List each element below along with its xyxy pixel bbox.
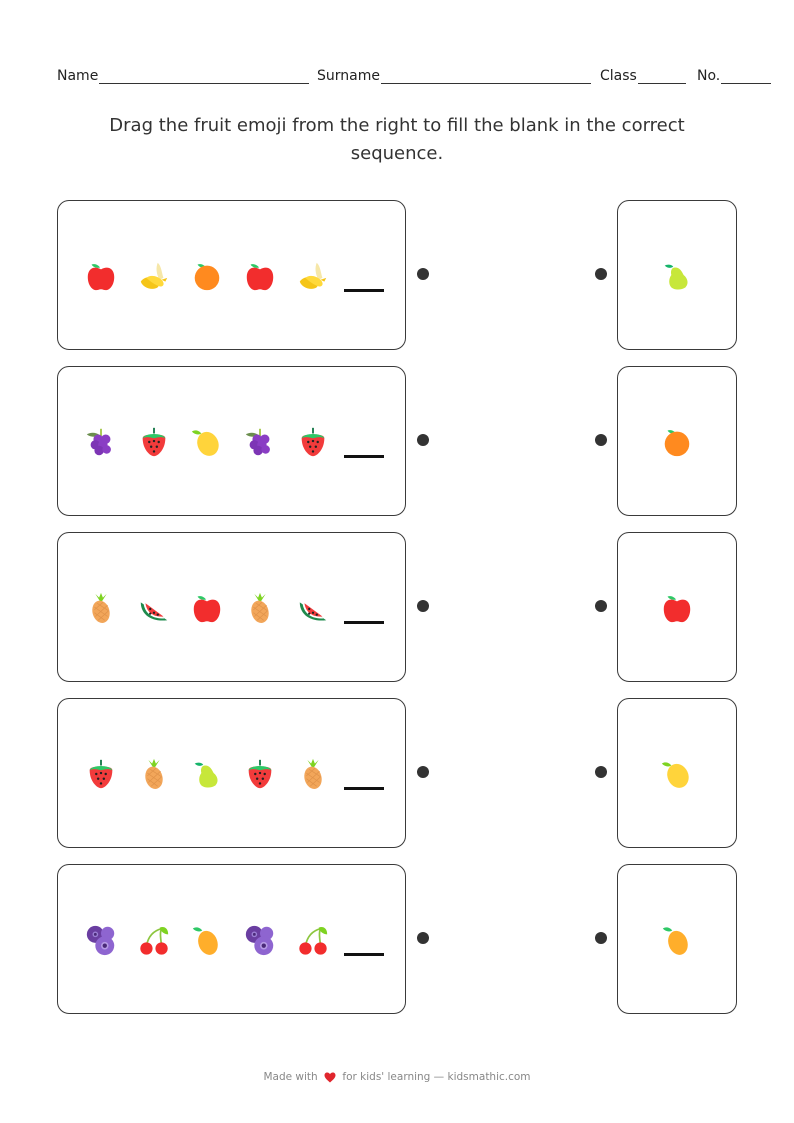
- class-line[interactable]: [637, 70, 686, 84]
- answer-choice-card[interactable]: [617, 200, 737, 350]
- name-line[interactable]: [99, 70, 310, 84]
- mango-icon: [190, 923, 224, 957]
- fruit-sequence: [84, 923, 349, 957]
- instruction-text: Drag the fruit emoji from the right to f…: [109, 115, 685, 164]
- sequence-box: [57, 532, 406, 682]
- pear-icon: [190, 757, 224, 791]
- connector-dot-right[interactable]: [595, 766, 607, 778]
- grapes-icon: [243, 425, 277, 459]
- blank-drop-target[interactable]: [344, 953, 384, 956]
- connector-dot-left[interactable]: [417, 600, 429, 612]
- name-label: Name: [57, 68, 99, 84]
- sequence-box: [57, 200, 406, 350]
- heart-icon: [324, 1072, 336, 1083]
- cherries-icon: [296, 923, 330, 957]
- class-field[interactable]: Class: [600, 68, 686, 84]
- fruit-sequence: [84, 757, 349, 791]
- blank-drop-target[interactable]: [344, 787, 384, 790]
- answer-choice-card[interactable]: [617, 366, 737, 516]
- apple-icon: [243, 259, 277, 293]
- connector-dot-left[interactable]: [417, 766, 429, 778]
- sequence-box: [57, 864, 406, 1014]
- surname-label: Surname: [317, 68, 380, 84]
- banana-icon: [137, 259, 171, 293]
- surname-line[interactable]: [380, 70, 591, 84]
- orange-icon[interactable]: [660, 425, 694, 459]
- watermelon-icon: [296, 591, 330, 625]
- number-line[interactable]: [721, 70, 772, 84]
- connector-dot-right[interactable]: [595, 434, 607, 446]
- pineapple-icon: [243, 591, 277, 625]
- footer-text-after: for kids' learning — kidsmathic.com: [342, 1071, 531, 1083]
- fruit-sequence: [84, 259, 349, 293]
- blueberries-icon: [84, 923, 118, 957]
- surname-field[interactable]: Surname: [317, 68, 591, 84]
- number-label: No.: [697, 68, 721, 84]
- pineapple-icon: [137, 757, 171, 791]
- sequence-box: [57, 366, 406, 516]
- footer-text-before: Made with: [263, 1071, 318, 1083]
- grapes-icon: [84, 425, 118, 459]
- class-label: Class: [600, 68, 637, 84]
- connector-dot-right[interactable]: [595, 268, 607, 280]
- number-field[interactable]: No.: [697, 68, 772, 84]
- lemon-icon[interactable]: [660, 757, 694, 791]
- blank-drop-target[interactable]: [344, 289, 384, 292]
- fruit-sequence: [84, 425, 349, 459]
- watermelon-icon: [137, 591, 171, 625]
- apple-icon[interactable]: [660, 591, 694, 625]
- blank-drop-target[interactable]: [344, 621, 384, 624]
- pear-icon[interactable]: [660, 259, 694, 293]
- connector-dot-left[interactable]: [417, 268, 429, 280]
- answer-choice-card[interactable]: [617, 532, 737, 682]
- blueberries-icon: [243, 923, 277, 957]
- answer-choice-card[interactable]: [617, 864, 737, 1014]
- connector-dot-left[interactable]: [417, 932, 429, 944]
- student-info-header: Name Surname Class No.: [57, 68, 773, 88]
- fruit-sequence: [84, 591, 349, 625]
- connector-dot-right[interactable]: [595, 600, 607, 612]
- lemon-icon: [190, 425, 224, 459]
- connector-dot-right[interactable]: [595, 932, 607, 944]
- strawberry-icon: [243, 757, 277, 791]
- strawberry-icon: [137, 425, 171, 459]
- pineapple-icon: [84, 591, 118, 625]
- name-field[interactable]: Name: [57, 68, 310, 84]
- apple-icon: [84, 259, 118, 293]
- strawberry-icon: [296, 425, 330, 459]
- orange-icon: [190, 259, 224, 293]
- pineapple-icon: [296, 757, 330, 791]
- strawberry-icon: [84, 757, 118, 791]
- connector-dot-left[interactable]: [417, 434, 429, 446]
- cherries-icon: [137, 923, 171, 957]
- footer: Made with for kids' learning — kidsmathi…: [0, 1071, 794, 1083]
- mango-icon[interactable]: [660, 923, 694, 957]
- banana-icon: [296, 259, 330, 293]
- sequence-box: [57, 698, 406, 848]
- blank-drop-target[interactable]: [344, 455, 384, 458]
- apple-icon: [190, 591, 224, 625]
- answer-choice-card[interactable]: [617, 698, 737, 848]
